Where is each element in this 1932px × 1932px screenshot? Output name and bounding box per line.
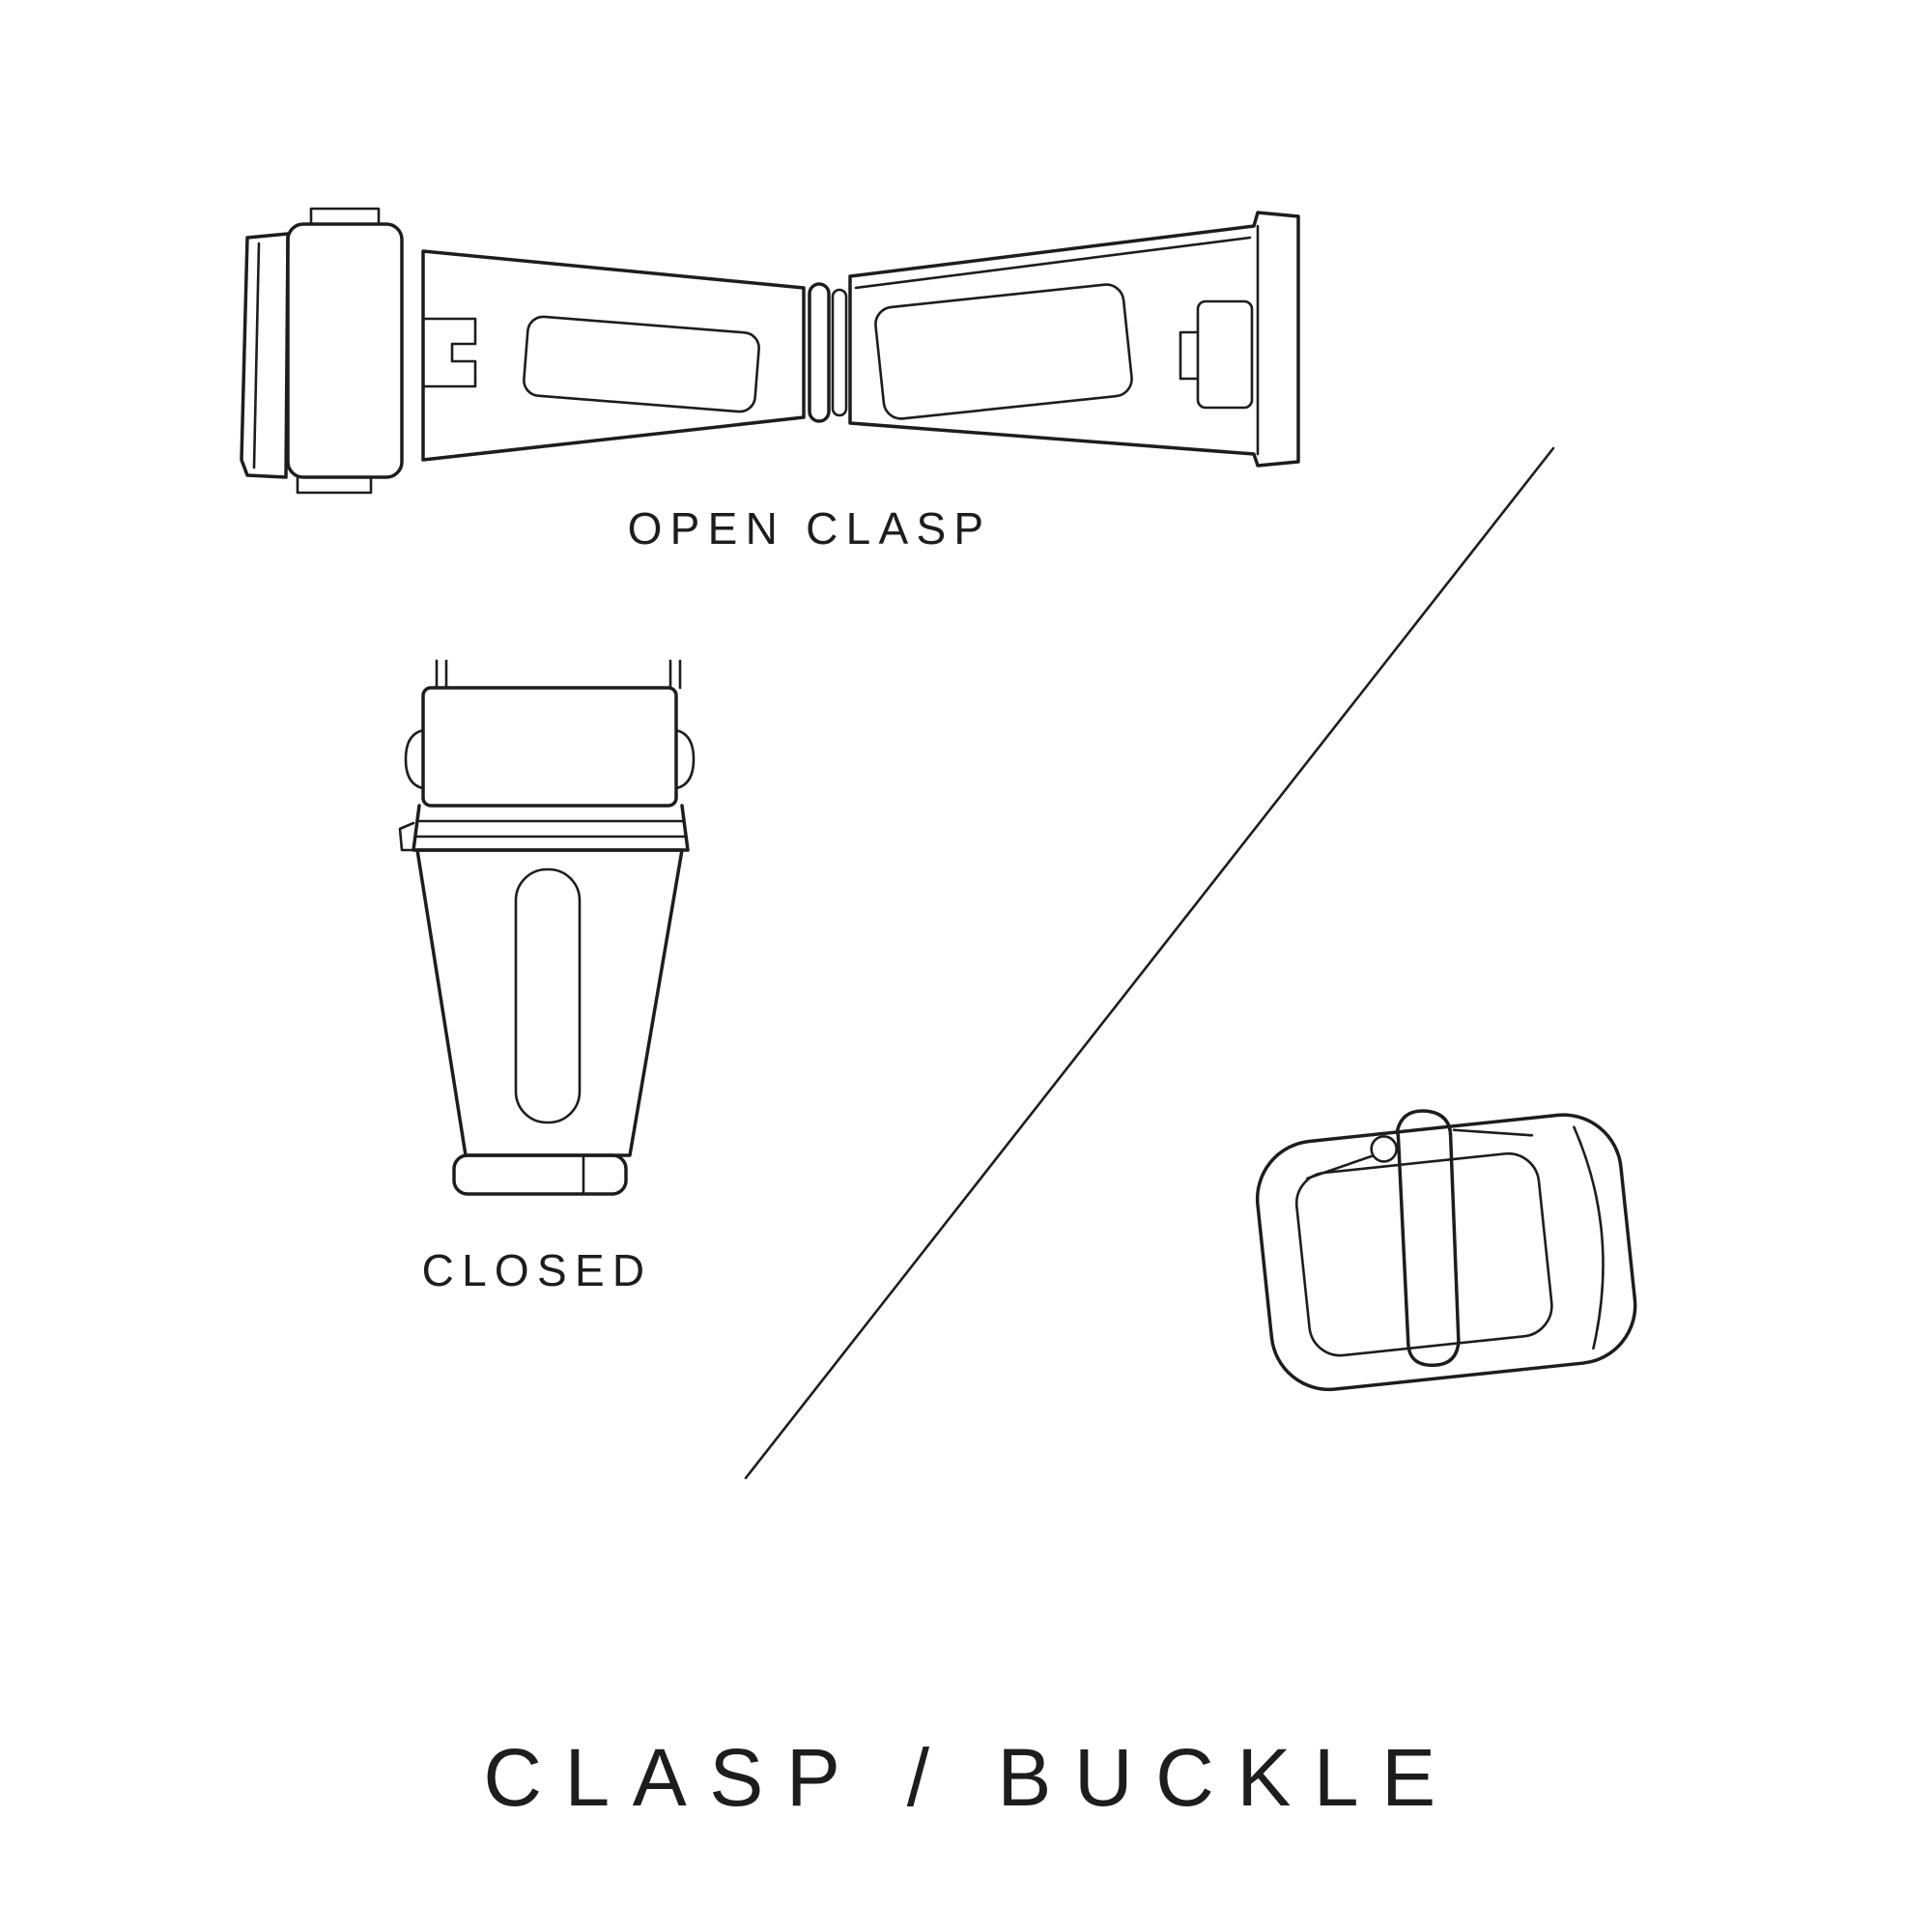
buckle-drawing xyxy=(1255,1109,1637,1392)
divider-line xyxy=(744,446,1555,1480)
clasp-hinge xyxy=(808,282,831,423)
clasp-catch-plate xyxy=(1196,299,1254,410)
page-title: CLASP / BUCKLE xyxy=(483,1732,1459,1823)
buckle-frame xyxy=(1255,1113,1637,1392)
clasp-collar xyxy=(412,804,690,852)
clasp-end-block xyxy=(286,222,404,479)
clasp-slot xyxy=(514,867,582,1124)
buckle-pin-loop xyxy=(1370,1135,1398,1163)
buckle-pin xyxy=(1306,1154,1374,1180)
clasp-bottom-bar xyxy=(452,1153,628,1196)
clasp-body xyxy=(415,848,684,1157)
closed-clasp-caption: CLOSED xyxy=(421,1245,653,1295)
open-clasp-drawing xyxy=(240,207,1300,495)
clasp-prong-right xyxy=(668,659,682,690)
clasp-prong-left xyxy=(435,659,448,690)
clasp-end-strip xyxy=(240,232,290,479)
clasp-catch-hook xyxy=(421,317,477,388)
clasp-left-arm xyxy=(421,249,806,462)
clasp-cover xyxy=(421,686,678,808)
clasp-right-arm xyxy=(848,211,1300,468)
buckle-tang xyxy=(1395,1109,1461,1367)
closed-clasp-drawing xyxy=(398,659,696,1196)
open-clasp-caption: OPEN CLASP xyxy=(627,503,992,554)
